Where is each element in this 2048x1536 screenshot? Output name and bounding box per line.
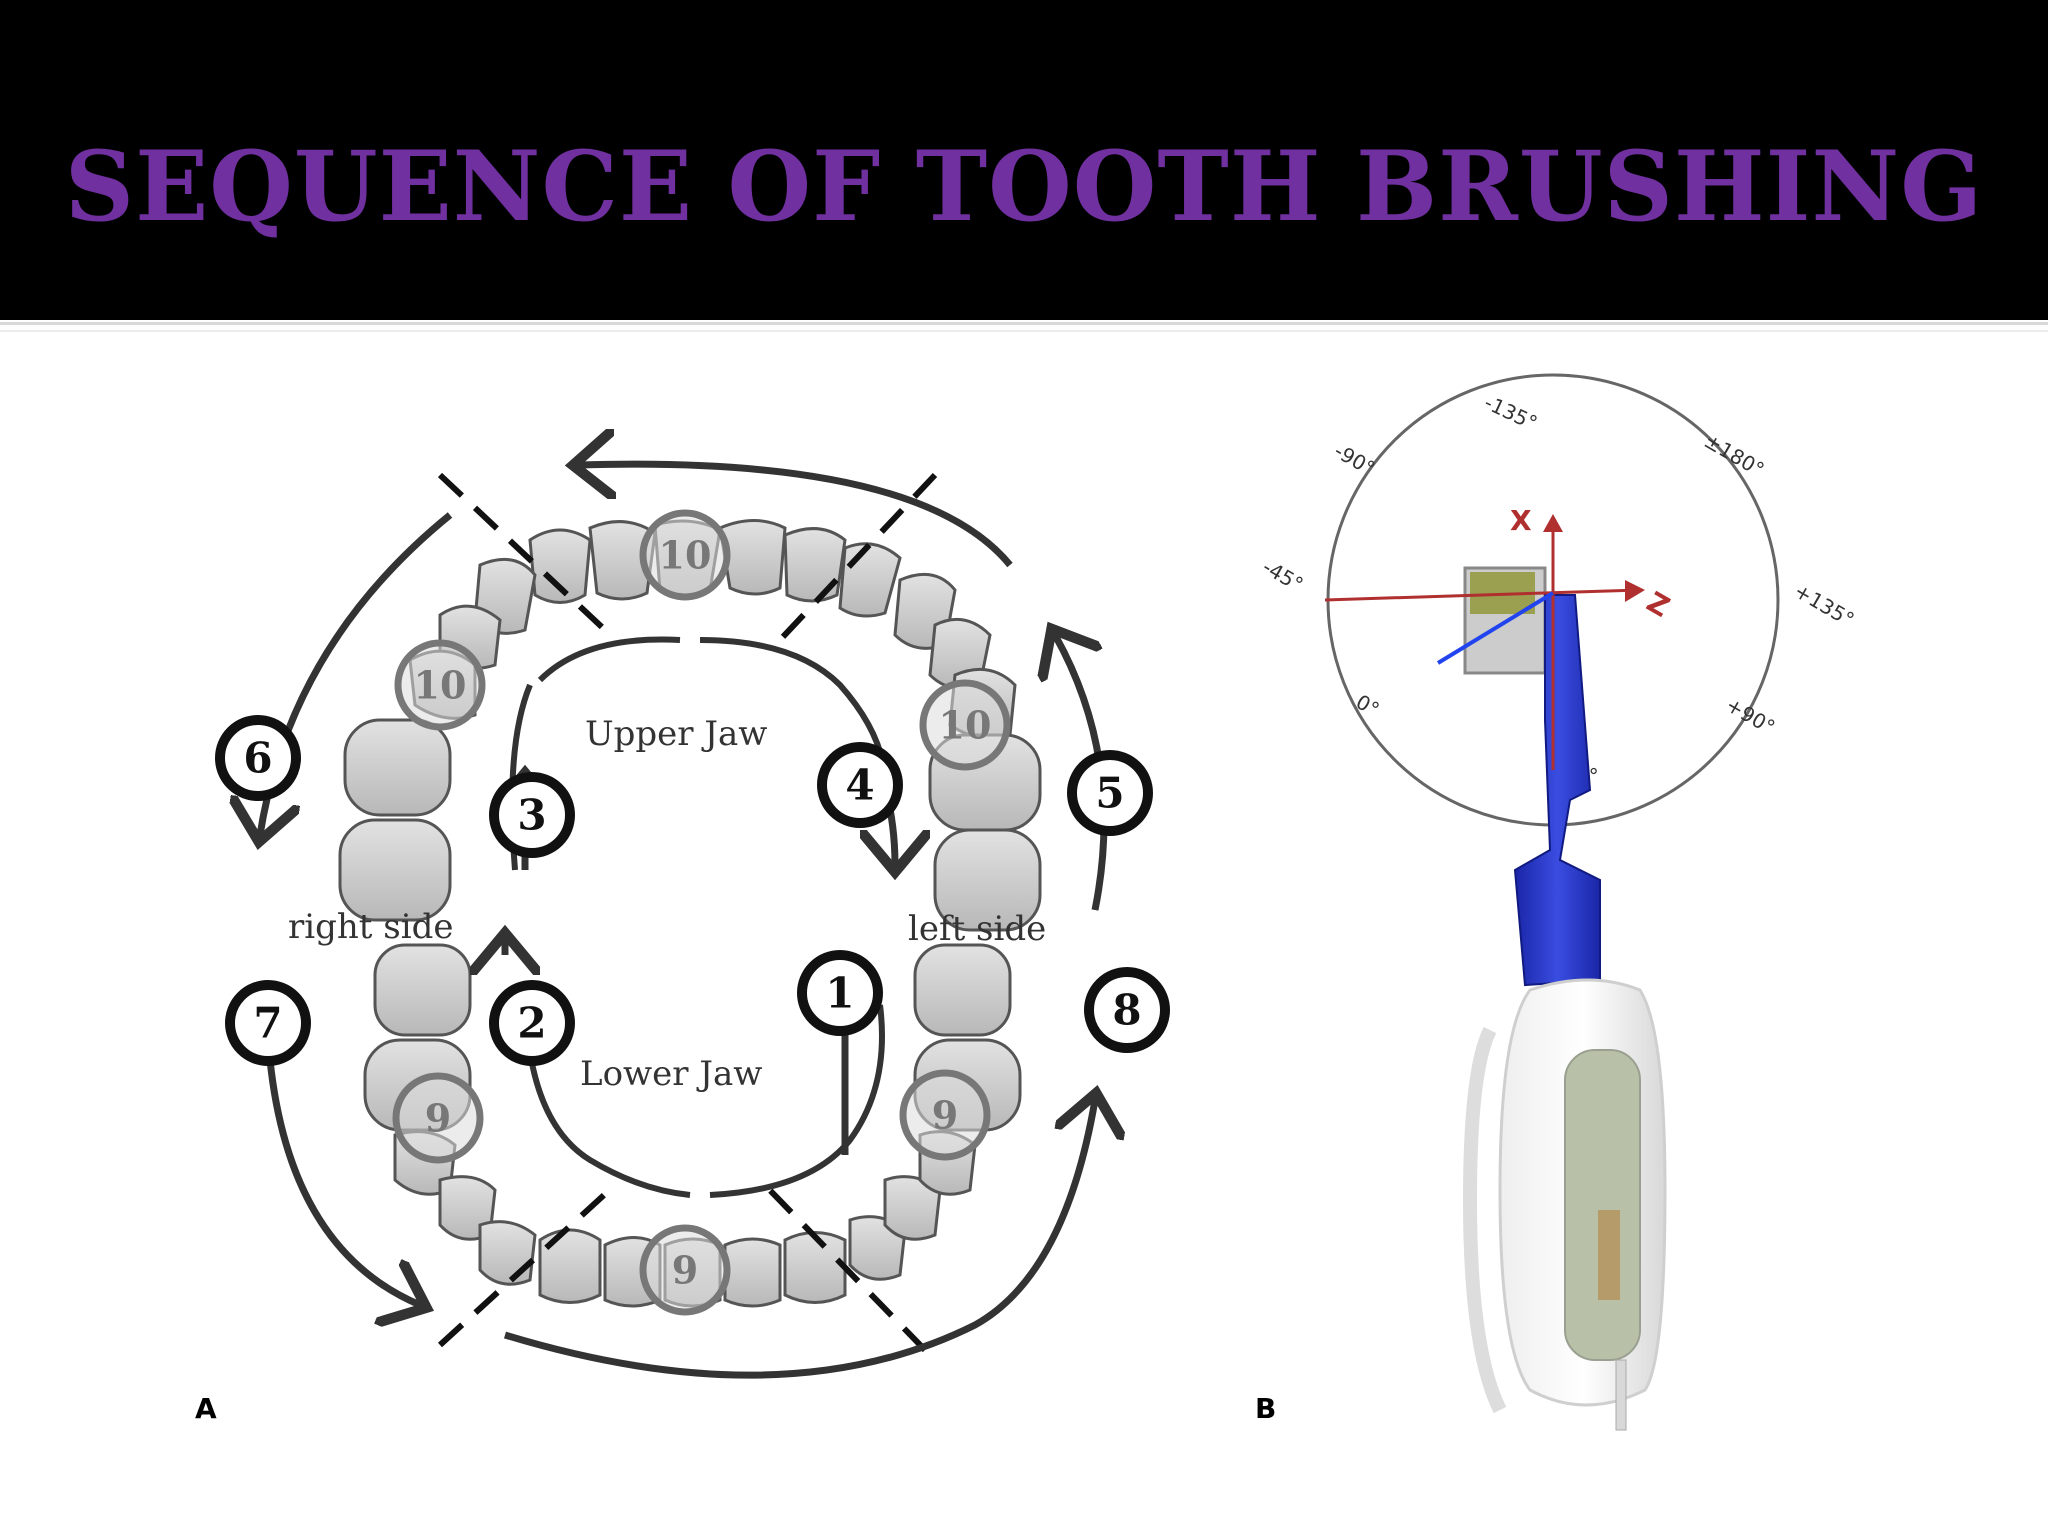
z-axis-label: Z [1641,585,1675,624]
zone-lower-left: 9 [932,1093,958,1138]
step-4: 4 [845,761,874,810]
angle-0: 0° [1352,690,1384,722]
lower-jaw-label: Lower Jaw [580,1054,762,1094]
step-5: 5 [1095,769,1124,818]
x-axis-label: X [1510,504,1532,537]
angle-minus90: -90° [1330,439,1379,481]
right-side-label: right side [288,907,453,947]
step-6: 6 [243,734,272,783]
palate-outline-top-left [540,640,680,681]
step-3: 3 [517,791,546,840]
step-7: 7 [253,999,282,1048]
zone-lower-right: 9 [425,1096,451,1141]
zone-lower-front: 9 [672,1248,698,1293]
panel-b-figure: -135° ±180° -90° -45° +135° 0° +90° +45°… [1255,375,1858,1430]
sensor-module [1565,1050,1640,1360]
zone-upper-left: 10 [939,703,992,748]
angle-plus135: +135° [1790,579,1858,632]
sensor-cable [1616,1360,1626,1430]
step-2: 2 [517,999,546,1048]
panel-a-diagram: 10 10 10 9 9 9 1 2 3 4 5 6 7 8 Upper Jaw… [195,464,1165,1425]
upper-jaw-label: Upper Jaw [585,714,767,754]
left-side-label: left side [908,909,1046,949]
panel-b-label: B [1255,1392,1276,1425]
step-8: 8 [1112,986,1141,1035]
grip-layer [1470,1030,1500,1410]
tongue-outline-right [710,1005,882,1195]
angle-minus135: -135° [1481,390,1541,435]
zone-upper-front: 10 [659,533,712,578]
sensor-chip [1598,1210,1620,1300]
step-1: 1 [825,969,854,1018]
angle-180: ±180° [1700,429,1768,482]
x-axis-arrow [1543,514,1563,532]
angle-minus45: -45° [1258,555,1307,597]
panel-a-label: A [195,1392,217,1425]
zone-upper-right: 10 [414,663,467,708]
z-axis-arrow [1625,580,1645,602]
angle-plus90: +90° [1722,693,1779,740]
